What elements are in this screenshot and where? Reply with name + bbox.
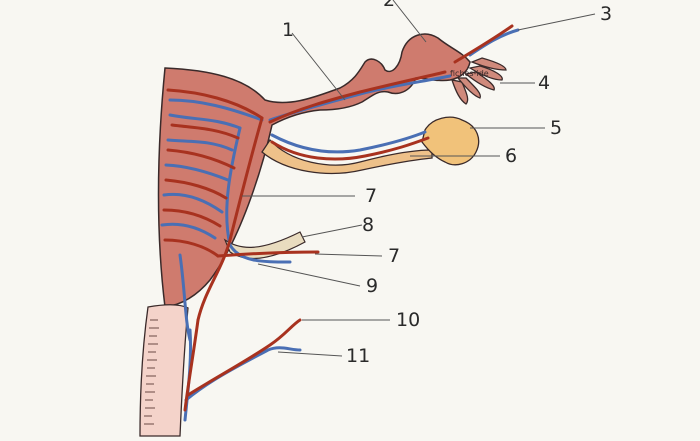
label-3: 3: [600, 3, 612, 25]
label-5: 5: [550, 117, 562, 139]
label-9: 9: [366, 275, 378, 297]
vagina: [139, 304, 189, 437]
arteries: [162, 24, 514, 412]
leader-lines: [242, 0, 596, 357]
vaginal-rugae: [144, 319, 159, 425]
fimbriae: [451, 57, 507, 105]
ovarian-ligament: [261, 138, 433, 175]
label-2: 2: [383, 0, 395, 11]
label-7a: 7: [365, 185, 377, 207]
label-8: 8: [362, 214, 374, 236]
label-1: 1: [282, 19, 294, 41]
label-10: 10: [396, 309, 420, 331]
watermark: fiches-ide: [450, 69, 489, 78]
label-7b: 7: [388, 245, 400, 267]
label-6: 6: [505, 145, 517, 167]
label-11: 11: [346, 345, 370, 367]
label-4: 4: [538, 72, 550, 94]
